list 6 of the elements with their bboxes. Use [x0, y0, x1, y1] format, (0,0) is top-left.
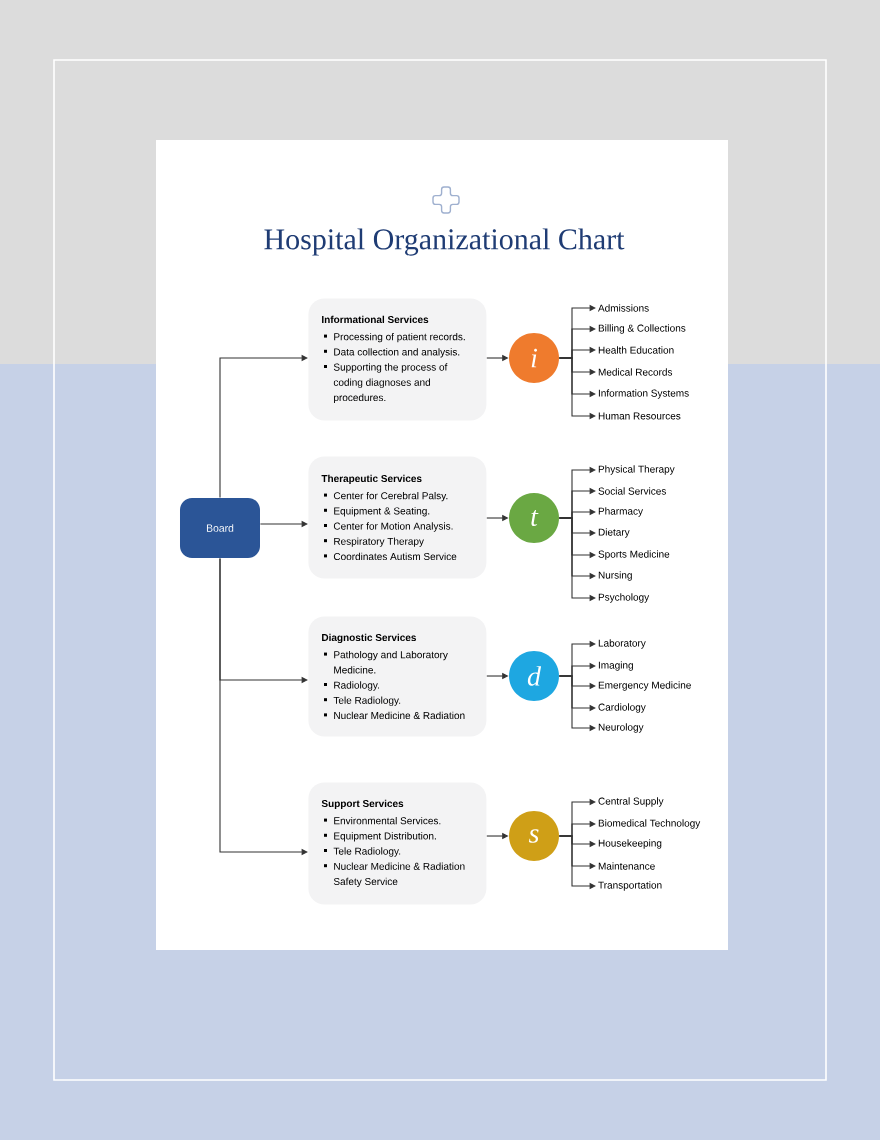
service-box: [308, 456, 487, 579]
service-box: [308, 782, 487, 905]
arrow: [219, 354, 308, 499]
chart-title: Hospital Organizational Chart: [264, 228, 625, 256]
service-box: [308, 298, 487, 421]
service-box: [308, 616, 487, 737]
